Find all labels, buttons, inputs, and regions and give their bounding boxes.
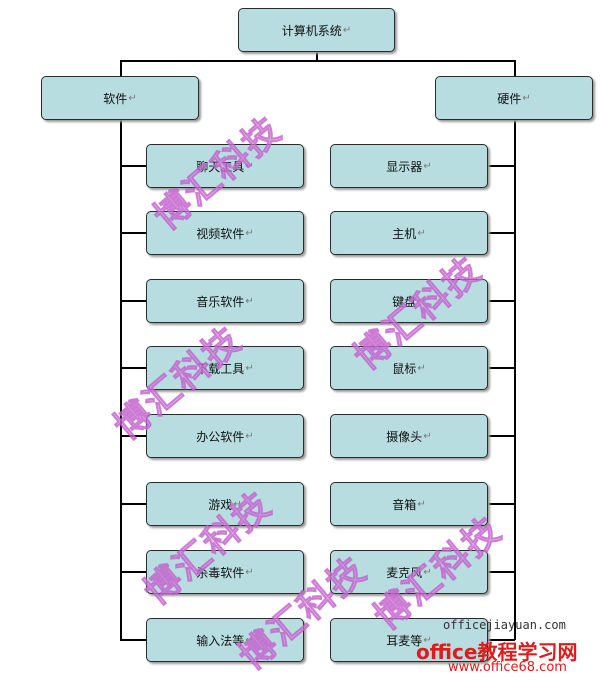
return-mark: ↵ [245,160,254,172]
child-node: 杀毒软件↵ [146,550,304,594]
hardware-label: 硬件 [497,91,522,106]
connector-child [120,300,147,302]
return-mark: ↵ [522,92,531,104]
child-node: 摄像头↵ [330,414,488,458]
software-node: 软件↵ [41,76,199,120]
return-mark: ↵ [417,295,426,307]
child-node: 鼠标↵ [330,346,488,390]
connector-child [488,165,515,167]
child-label: 下载工具 [196,361,245,376]
child-label: 杀毒软件 [196,565,245,580]
child-node: 音箱↵ [330,482,488,526]
connector-child [120,639,147,641]
connector-left-spine [120,119,122,640]
connector-child [488,232,515,234]
child-node: 键盘↵ [330,279,488,323]
return-mark: ↵ [417,227,426,239]
connector-child [488,639,515,641]
return-mark: ↵ [423,430,432,442]
child-node: 聊天工具↵ [146,144,304,188]
return-mark: ↵ [417,362,426,374]
return-mark: ↵ [245,430,254,442]
connector-child [488,503,515,505]
connector-child [488,571,515,573]
footer-site: officejiayuan.com [443,618,566,632]
child-node: 下载工具↵ [146,346,304,390]
connector-right-spine [514,119,516,640]
return-mark: ↵ [342,24,352,36]
connector-child [120,165,147,167]
return-mark: ↵ [245,227,254,239]
child-label: 办公软件 [196,429,245,444]
connector-child [120,232,147,234]
child-label: 键盘 [392,294,417,309]
software-label: 软件 [103,91,128,106]
connector-child [488,435,515,437]
return-mark: ↵ [417,498,426,510]
footer-brand: office教程学习网 [416,640,578,664]
hardware-node: 硬件↵ [435,76,593,120]
child-node: 游戏↵ [146,482,304,526]
connector-right-down [514,60,516,76]
child-node: 输入法等↵ [146,618,304,662]
child-label: 显示器 [386,159,423,174]
child-node: 显示器↵ [330,144,488,188]
child-node: 音乐软件↵ [146,279,304,323]
child-label: 聊天工具 [196,159,245,174]
return-mark: ↵ [423,160,432,172]
return-mark: ↵ [245,634,254,646]
root-label: 计算机系统 [281,23,342,38]
connector-child [488,300,515,302]
child-label: 主机 [392,226,417,241]
connector-child [120,367,147,369]
child-label: 鼠标 [392,361,417,376]
return-mark: ↵ [245,295,254,307]
child-node: 主机↵ [330,211,488,255]
child-label: 输入法等 [196,633,245,648]
connector-left-down [120,60,122,76]
child-label: 耳麦等 [386,633,423,648]
return-mark: ↵ [245,566,254,578]
return-mark: ↵ [245,362,254,374]
connector-child [120,503,147,505]
child-node: 视频软件↵ [146,211,304,255]
footer-url: www.office68.com [448,660,567,675]
connector-child [120,571,147,573]
child-label: 游戏 [208,497,233,512]
child-label: 麦克风 [386,565,423,580]
return-mark: ↵ [233,498,242,510]
root-node: 计算机系统↵ [238,8,395,52]
child-label: 视频软件 [196,226,245,241]
child-node: 耳麦等↵ [330,618,488,662]
child-node: 麦克风↵ [330,550,488,594]
child-node: 办公软件↵ [146,414,304,458]
connector-child [120,435,147,437]
child-label: 音乐软件 [196,294,245,309]
return-mark: ↵ [128,92,137,104]
child-label: 摄像头 [386,429,423,444]
connector-child [488,367,515,369]
return-mark: ↵ [423,634,432,646]
connector-root-down [316,51,318,61]
return-mark: ↵ [423,566,432,578]
connector-horizontal [120,60,516,62]
child-label: 音箱 [392,497,417,512]
